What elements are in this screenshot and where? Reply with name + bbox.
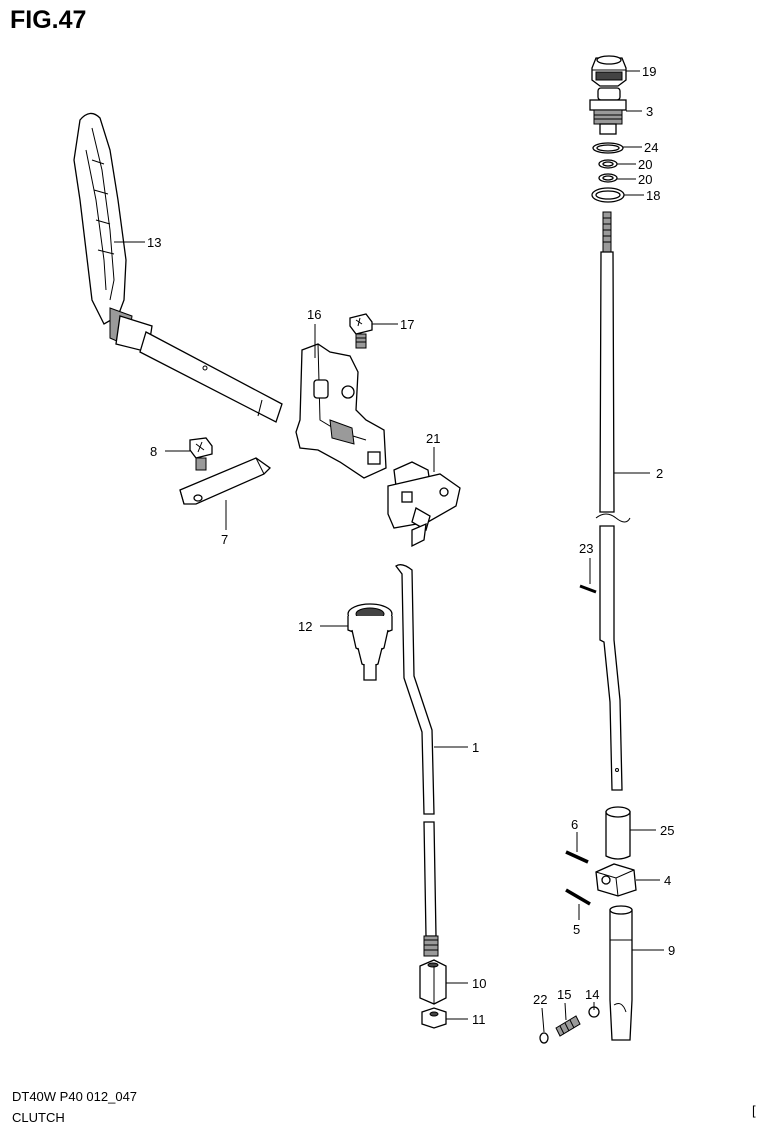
callout-20-a: 20 (638, 157, 652, 172)
callout-12: 12 (298, 619, 312, 634)
callout-15: 15 (557, 987, 571, 1002)
part-17-bolt (349, 313, 373, 349)
callout-9: 9 (668, 943, 675, 958)
callout-19: 19 (642, 64, 656, 79)
part-25-sleeve (605, 806, 631, 860)
part-9-lower-rod (609, 905, 633, 1041)
leader-lines (114, 70, 664, 1033)
part-7-plate (179, 457, 272, 505)
part-8-bolt (189, 437, 213, 471)
part-22-plug (539, 1032, 549, 1044)
callout-23: 23 (579, 541, 593, 556)
part-1-clutch-rod (395, 564, 439, 957)
part-15-spring (555, 1015, 581, 1037)
part-19-nut (591, 55, 627, 87)
callout-5: 5 (573, 922, 580, 937)
callout-4: 4 (664, 873, 671, 888)
part-18-circlip-inner (595, 190, 621, 200)
corner-mark: [ (752, 1103, 756, 1118)
callout-1: 1 (472, 740, 479, 755)
group-name: CLUTCH (12, 1110, 65, 1125)
part-20-washer-b-hole (602, 175, 614, 181)
figure-title: FIG.47 (10, 6, 87, 34)
part-2-clutch-shaft (595, 211, 631, 791)
part-5-pin (565, 888, 591, 906)
callout-2: 2 (656, 466, 663, 481)
callout-14: 14 (585, 987, 599, 1002)
part-12-grommet (347, 603, 393, 681)
callout-13: 13 (147, 235, 161, 250)
callout-21: 21 (426, 431, 440, 446)
part-13-clutch-lever (73, 112, 283, 423)
callout-24: 24 (644, 140, 658, 155)
callout-11: 11 (472, 1012, 486, 1027)
callout-20-b: 20 (638, 172, 652, 187)
callout-labels: 19 3 24 20 20 18 13 16 17 21 8 7 2 23 12… (147, 64, 675, 1027)
model-code: DT40W P40 012_047 (12, 1089, 138, 1104)
part-24-o-ring-inner (596, 144, 620, 152)
callout-18: 18 (646, 188, 660, 203)
callout-17: 17 (400, 317, 414, 332)
part-21-link (387, 461, 461, 548)
callout-25: 25 (660, 823, 674, 838)
part-4-clip (595, 863, 637, 897)
callout-22: 22 (533, 992, 547, 1007)
callout-6: 6 (571, 817, 578, 832)
callout-10: 10 (472, 976, 486, 991)
part-3-bushing (589, 87, 627, 135)
part-23-pin (579, 584, 597, 594)
part-6-pin (565, 850, 589, 864)
part-10-coupling (419, 959, 447, 1005)
part-20-washer-a-hole (602, 161, 614, 167)
callout-7: 7 (221, 532, 228, 547)
part-11-nut (421, 1007, 447, 1029)
callout-3: 3 (646, 104, 653, 119)
part-16-bracket (295, 343, 387, 479)
callout-16: 16 (307, 307, 321, 322)
callout-8: 8 (150, 444, 157, 459)
